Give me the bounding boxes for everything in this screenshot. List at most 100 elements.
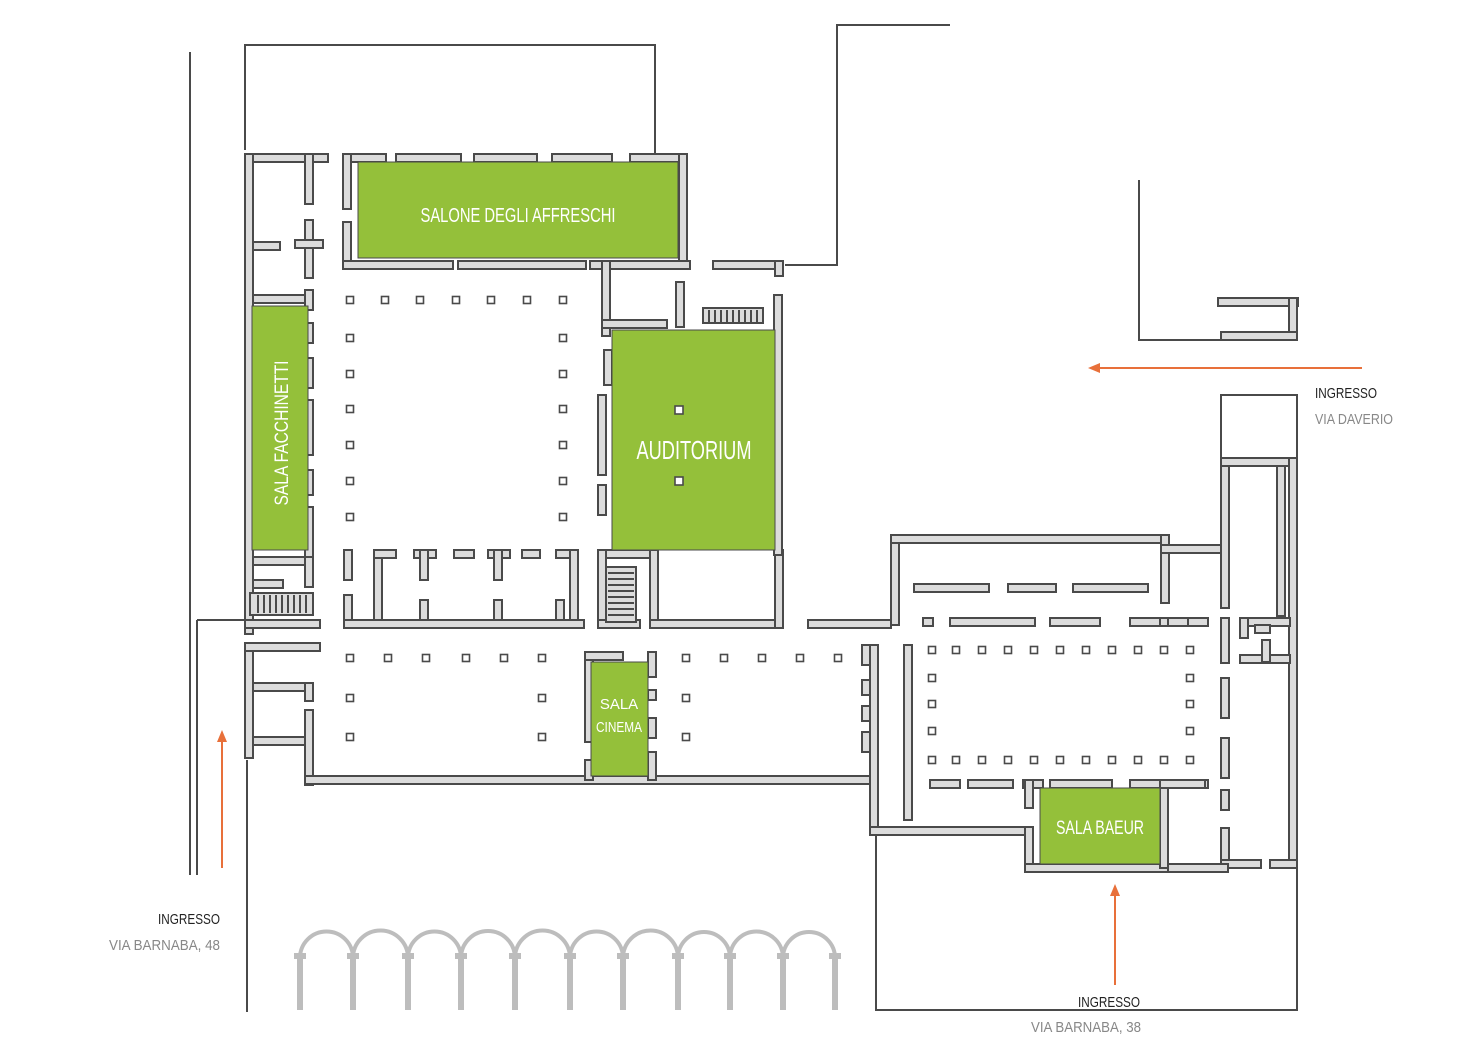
column: [620, 958, 626, 1010]
pillar: [558, 295, 568, 305]
pillar: [558, 440, 568, 450]
column: [405, 958, 411, 1010]
pillar: [927, 645, 937, 655]
pillar: [1159, 645, 1169, 655]
salone-affreschi-room[interactable]: [357, 161, 679, 259]
pillar: [681, 653, 691, 663]
pillars: [345, 295, 1195, 765]
column: [512, 958, 518, 1010]
pillar: [1185, 673, 1195, 683]
pillar: [951, 755, 961, 765]
arrow-left-icon: [1088, 363, 1100, 373]
column-capital: [617, 953, 629, 959]
column: [727, 958, 733, 1010]
sala-baeur-label: SALA BAEUR: [1056, 818, 1144, 839]
pillar: [1133, 755, 1143, 765]
arch: [676, 930, 732, 959]
pillar: [451, 295, 461, 305]
pillar: [927, 699, 937, 709]
pillar: [522, 295, 532, 305]
sala-cinema-room[interactable]: [590, 661, 649, 777]
pillar: [1055, 755, 1065, 765]
pillar: [383, 653, 393, 663]
column: [780, 958, 786, 1010]
arch: [459, 929, 517, 959]
pillar: [977, 755, 987, 765]
column: [832, 958, 838, 1010]
pillar: [558, 369, 568, 379]
pillar: [345, 732, 355, 742]
sala-cinema-label-line1: SALA: [600, 696, 638, 713]
sala-facchinetti-label: SALA FACCHINETTI: [272, 361, 293, 506]
column: [675, 958, 681, 1010]
pillar: [537, 732, 547, 742]
column-capital: [829, 953, 841, 959]
arch: [298, 929, 355, 959]
arch: [568, 929, 625, 959]
pillar: [461, 653, 471, 663]
pillar: [486, 295, 496, 305]
pillar: [345, 653, 355, 663]
pillar: [757, 653, 767, 663]
pillar: [1107, 645, 1117, 655]
entrance-daverio-street: VIA DAVERIO: [1315, 411, 1393, 428]
pillar: [1159, 755, 1169, 765]
pillar: [558, 404, 568, 414]
column: [350, 958, 356, 1010]
arrow-up-icon: [1110, 884, 1120, 896]
pillar: [1055, 645, 1065, 655]
column-capital: [455, 953, 467, 959]
sala-cinema-label-line2: CINEMA: [596, 719, 642, 736]
pillar: [681, 732, 691, 742]
building-walls: [244, 153, 1299, 873]
pillar: [719, 653, 729, 663]
column: [458, 958, 464, 1010]
column-capital: [672, 953, 684, 959]
salone-affreschi-label: SALONE DEGLI AFFRESCHI: [421, 205, 616, 227]
pillar: [1081, 755, 1091, 765]
column-capital: [347, 953, 359, 959]
pillar: [1185, 726, 1195, 736]
pillar: [1185, 699, 1195, 709]
auditorium-label: AUDITORIUM: [637, 435, 752, 465]
arch: [513, 928, 572, 959]
column: [297, 958, 303, 1010]
pillar: [681, 693, 691, 703]
pillar: [927, 755, 937, 765]
pillar: [674, 476, 684, 486]
pillar: [1185, 755, 1195, 765]
pillar: [345, 333, 355, 343]
pillar: [345, 369, 355, 379]
pillar: [558, 476, 568, 486]
entrance-barnaba48-title: INGRESSO: [158, 911, 220, 928]
sala-baeur-room[interactable]: [1039, 787, 1161, 865]
arch: [781, 930, 837, 959]
pillar: [345, 404, 355, 414]
pillar: [345, 440, 355, 450]
entrance-arrows: [217, 363, 1362, 985]
sala-facchinetti-room[interactable]: [251, 305, 309, 551]
pillar: [951, 645, 961, 655]
stairs: [257, 310, 758, 616]
pillar: [345, 512, 355, 522]
pillar: [1029, 755, 1039, 765]
entrance-barnaba38-title: INGRESSO: [1078, 994, 1140, 1011]
auditorium-room[interactable]: [611, 329, 776, 551]
arrow-up-icon: [217, 730, 227, 742]
arch: [351, 928, 410, 959]
pillar: [345, 476, 355, 486]
pillar: [674, 405, 684, 415]
pillar: [1003, 645, 1013, 655]
column: [567, 958, 573, 1010]
column-capital: [294, 953, 306, 959]
pillar: [1107, 755, 1117, 765]
site-boundary-lines: [189, 24, 1298, 1012]
pillar: [927, 673, 937, 683]
entrance-barnaba48-street: VIA BARNABA, 48: [109, 937, 220, 954]
pillar: [1081, 645, 1091, 655]
pillar: [345, 295, 355, 305]
pillar: [415, 295, 425, 305]
column-capital: [777, 953, 789, 959]
pillar: [380, 295, 390, 305]
